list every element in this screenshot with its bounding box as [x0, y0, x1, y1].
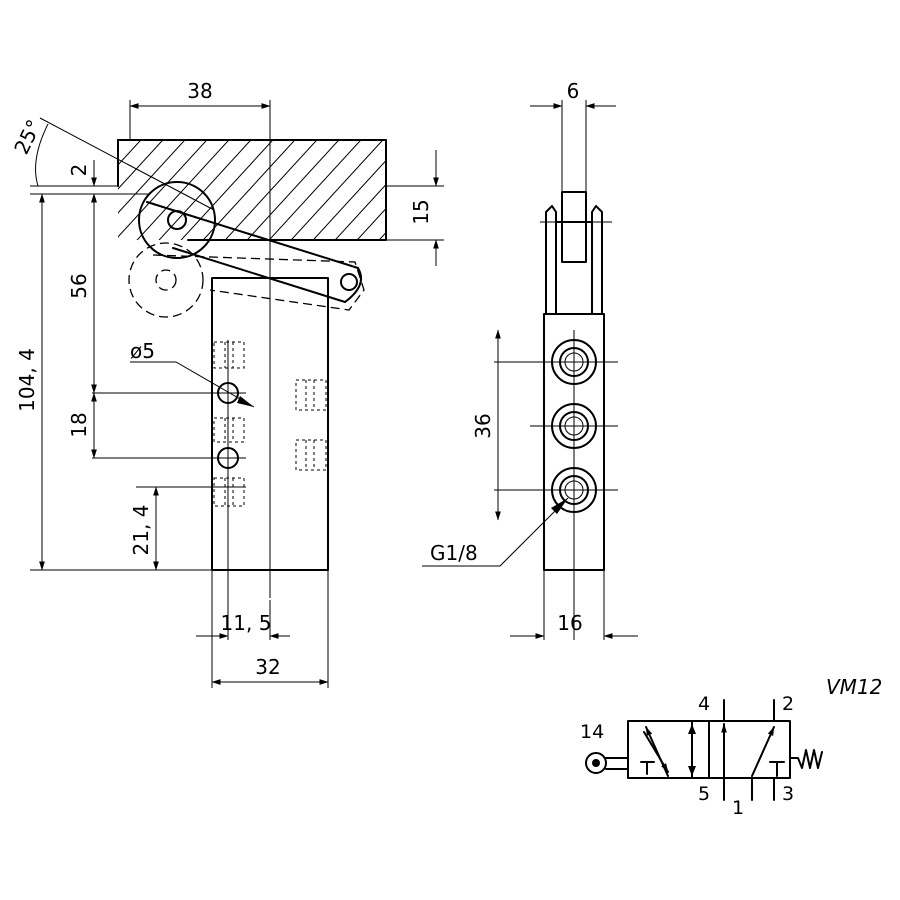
- hatch-line: [171, 140, 283, 240]
- dim-angle: 25°: [9, 116, 215, 211]
- hatch-line: [237, 140, 349, 240]
- hatch-line: [127, 140, 239, 240]
- dim-port-pitch-label: 18: [67, 412, 91, 437]
- dim-side-width-label: 16: [557, 611, 582, 635]
- dim-hole-diameter: ø5: [130, 339, 255, 408]
- hatch-line: [149, 140, 261, 240]
- dim-thread: G1/8: [422, 497, 569, 567]
- dim-side-width: 16: [510, 570, 638, 640]
- port-5-label: 5: [698, 783, 710, 805]
- dim-axis-offset: 11, 5: [196, 600, 290, 640]
- dim-stroke: 15: [409, 150, 439, 266]
- dim-body-width: 32: [211, 655, 329, 685]
- side-view: 6 36 G1/8 16: [422, 79, 638, 640]
- port-3-label: 3: [782, 783, 794, 805]
- model-label: VM12: [826, 675, 882, 699]
- dim-top-width-label: 38: [187, 79, 212, 103]
- lever-rest-position: [128, 242, 365, 318]
- port-2-label: 2: [782, 693, 794, 715]
- hatch-line: [118, 140, 195, 240]
- dim-bottom-offset-label: 21, 4: [129, 505, 153, 556]
- dim-gap: 2: [67, 160, 97, 222]
- dim-port-pitch: 18: [67, 392, 97, 459]
- dim-upper-height: 56: [67, 193, 97, 394]
- dim-bottom-offset: 21, 4: [129, 486, 159, 571]
- dim-thread-label: G1/8: [430, 541, 478, 565]
- hatch-line: [325, 140, 386, 240]
- hatch-line: [118, 140, 151, 240]
- port-1-label: 1: [732, 797, 744, 819]
- dim-angle-label: 25°: [9, 116, 46, 158]
- hatch-line: [392, 130, 502, 250]
- front-view: 38 25° 2 104, 4 56 18: [9, 79, 524, 688]
- roller-fork: [545, 100, 603, 315]
- roller-actuator-icon: [585, 752, 629, 774]
- dim-overall-height-label: 104, 4: [15, 348, 39, 412]
- hatch-line: [193, 140, 305, 240]
- dim-roller-width-label: 6: [567, 79, 580, 103]
- dim-body-width-label: 32: [255, 655, 280, 679]
- hatch-line: [303, 140, 386, 240]
- dim-overall-height: 104, 4: [15, 193, 45, 571]
- dim-axis-offset-label: 11, 5: [221, 611, 272, 635]
- spring-icon: [789, 749, 823, 769]
- roller: [138, 181, 216, 259]
- hatch-line: [118, 140, 217, 240]
- port-4-label: 4: [698, 693, 710, 715]
- dim-gap-label: 2: [67, 164, 91, 177]
- hatch-line: [118, 140, 173, 240]
- dim-upper-height-label: 56: [67, 273, 91, 298]
- hatch-line: [215, 140, 327, 240]
- dim-side-pitch: 36: [471, 329, 501, 521]
- dim-top-width: 38: [129, 79, 271, 109]
- dim-roller-width: 6: [530, 79, 616, 109]
- hatch-line: [259, 140, 371, 240]
- dim-hole-diameter-label: ø5: [130, 339, 155, 363]
- stop-plate: [117, 130, 524, 250]
- dim-side-pitch-label: 36: [471, 413, 495, 438]
- hidden-ports: [213, 341, 327, 507]
- hatch-line: [347, 140, 386, 240]
- hatch-line: [281, 140, 386, 240]
- port-14-label: 14: [580, 721, 604, 743]
- pneumatic-symbol: 14 4 2 5 1 3: [580, 693, 823, 819]
- hatch-line: [414, 130, 524, 250]
- dim-stroke-label: 15: [409, 199, 433, 224]
